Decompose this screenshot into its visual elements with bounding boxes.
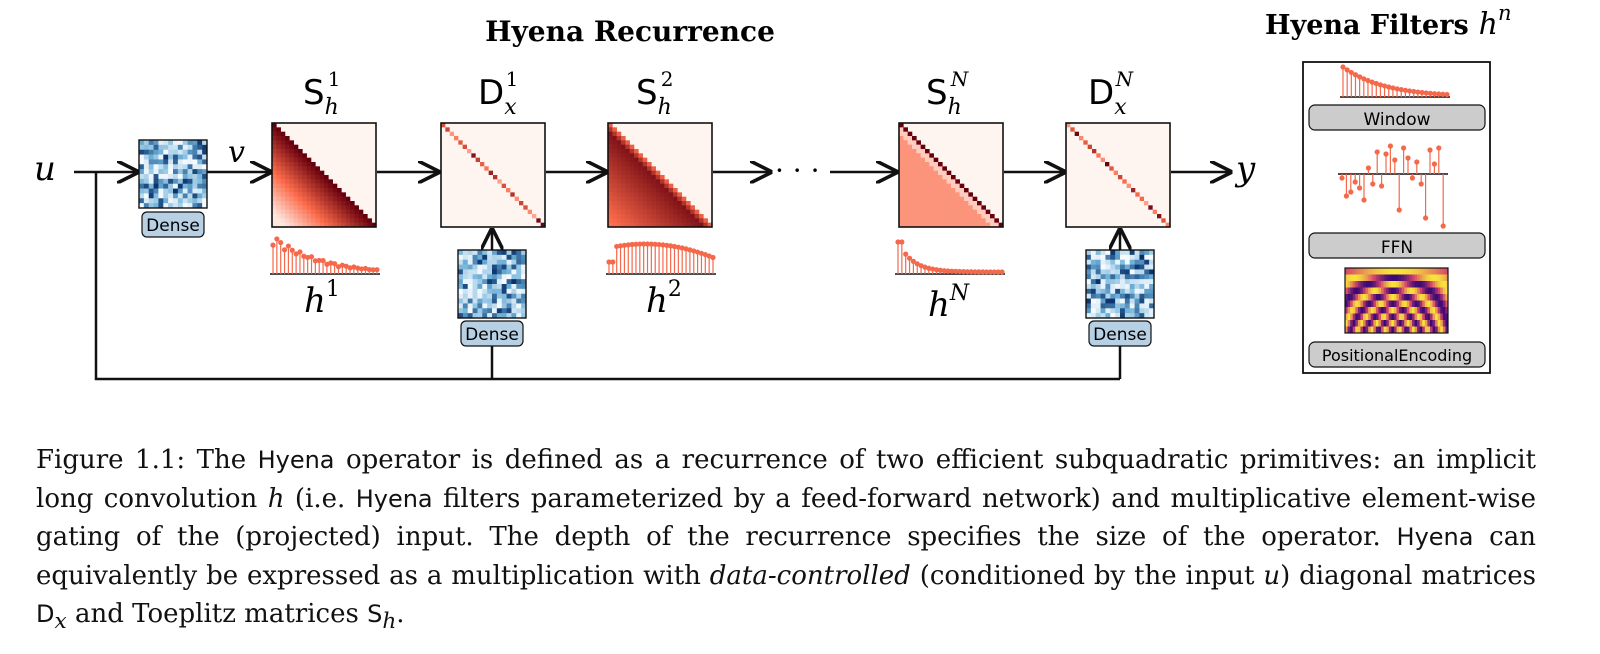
dense-heatmap-gate-N xyxy=(1085,249,1155,319)
ellipsis: · · · xyxy=(775,154,820,187)
filters-panel: Window FFN PositionalEncoding xyxy=(1302,61,1491,374)
main-flow-arrows xyxy=(74,172,1230,381)
toeplitz-matrix-s2 xyxy=(607,122,713,228)
filter-label-h2: h2 xyxy=(646,277,682,321)
window-filter-plot xyxy=(1340,64,1450,98)
positional-encoding-label: PositionalEncoding xyxy=(1308,341,1486,368)
output-y-label: y xyxy=(1234,149,1256,189)
figure-caption: Figure 1.1: The Hyena operator is define… xyxy=(36,445,1537,635)
toeplitz-matrix-s1 xyxy=(271,122,377,228)
toeplitz-matrix-sN xyxy=(898,122,1004,228)
svg-text:Dense: Dense xyxy=(146,216,200,236)
ffn-filter-plot xyxy=(1338,143,1448,229)
positional-encoding-plot xyxy=(1344,267,1449,334)
filter-label-h1: h1 xyxy=(304,277,340,321)
dense-heatmap-gate-1 xyxy=(457,249,527,319)
svg-text:Dense: Dense xyxy=(465,325,519,345)
svg-text:FFN: FFN xyxy=(1381,238,1413,258)
block-headings: Sh1 Dx1 Sh2 ShN DxN xyxy=(303,67,1135,120)
diagram-title: Hyena Recurrence xyxy=(485,15,775,48)
v-label: v xyxy=(228,135,245,170)
window-label: Window xyxy=(1308,104,1486,131)
svg-text:Dense: Dense xyxy=(1093,325,1147,345)
dense-label-gate-1: Dense xyxy=(460,320,524,347)
svg-text:Window: Window xyxy=(1363,110,1430,130)
filter-stem-plot-h2 xyxy=(606,241,716,275)
dense-label-input: Dense xyxy=(141,211,205,238)
filter-stem-plot-hN xyxy=(895,239,1005,275)
ffn-label: FFN xyxy=(1308,232,1486,259)
block-heading-sN: ShN xyxy=(926,67,970,120)
diagonal-matrix-d1 xyxy=(440,122,546,228)
dense-label-gate-N: Dense xyxy=(1088,320,1152,347)
block-heading-dN: DxN xyxy=(1088,67,1135,120)
block-heading-s1: Sh1 xyxy=(303,67,341,120)
filter-label-hN: hN xyxy=(928,281,970,325)
filter-stem-plot-h1 xyxy=(270,236,380,275)
input-u-label: u xyxy=(34,149,56,189)
diagonal-matrix-dN xyxy=(1065,122,1171,228)
block-heading-d1: Dx1 xyxy=(478,67,518,120)
block-heading-s2: Sh2 xyxy=(636,67,674,120)
feedback-line xyxy=(94,172,1120,381)
dense-heatmap-input xyxy=(138,139,208,209)
svg-text:PositionalEncoding: PositionalEncoding xyxy=(1322,346,1472,365)
